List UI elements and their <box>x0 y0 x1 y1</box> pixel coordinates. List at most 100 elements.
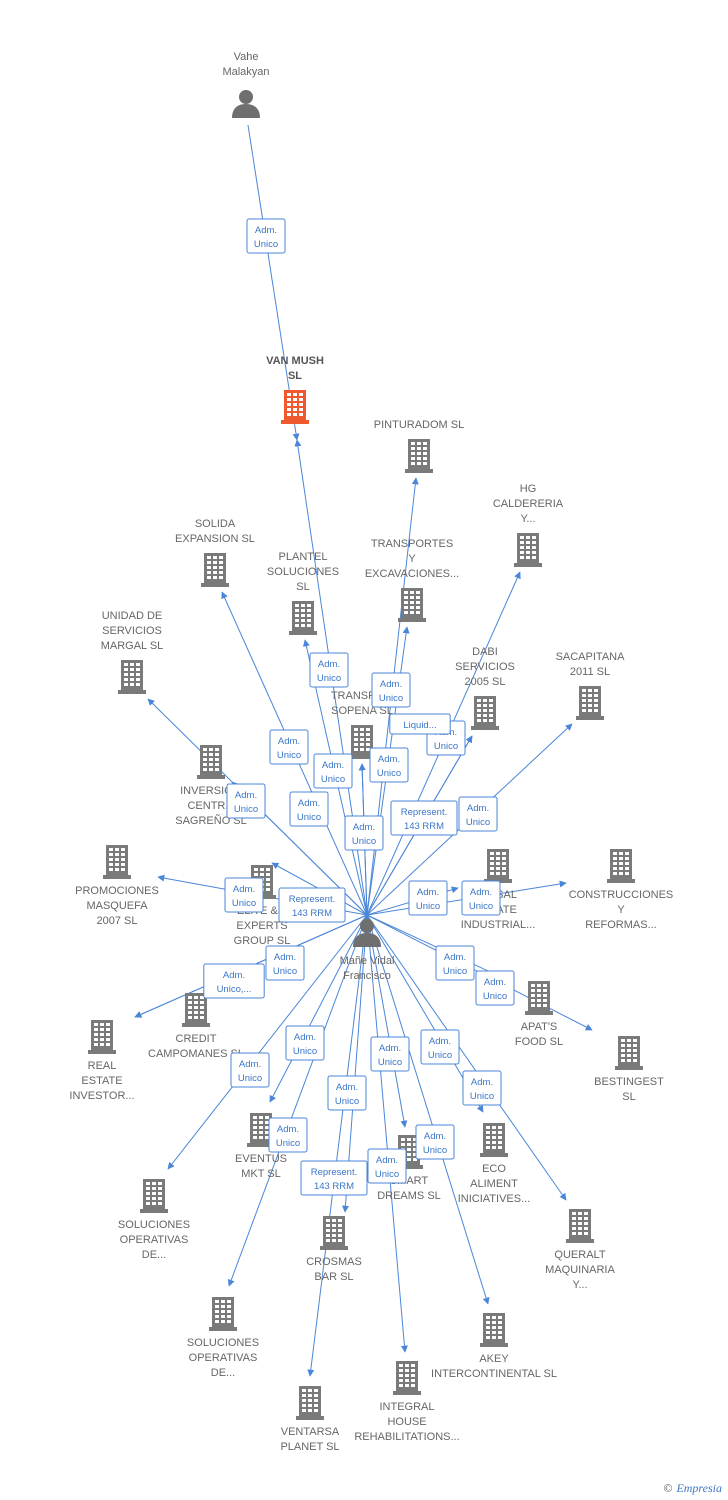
building-icon <box>405 439 433 473</box>
relation-text: Liquid... <box>403 720 436 731</box>
relation-box <box>408 880 448 916</box>
relation-label[interactable]: Adm.Unico <box>415 1124 455 1160</box>
node-label: DE... <box>142 1249 166 1261</box>
node-label: Francisco <box>343 970 391 982</box>
relation-label[interactable]: Adm.Unico <box>461 880 501 916</box>
relation-text: Adm. <box>380 679 402 690</box>
relation-label[interactable]: Represent.143 RRM <box>278 887 346 923</box>
relation-label[interactable]: Adm.Unico <box>226 783 266 819</box>
building-icon <box>201 553 229 587</box>
relation-text: 143 RRM <box>404 821 444 832</box>
building-icon <box>289 601 317 635</box>
node-solucionesop2[interactable]: SOLUCIONESOPERATIVASDE... <box>187 1297 259 1379</box>
node-realestate[interactable]: REALESTATEINVESTOR... <box>69 1020 135 1102</box>
relation-label[interactable]: Adm.Unico <box>289 791 329 827</box>
node-label: FOOD SL <box>515 1036 563 1048</box>
relation-box <box>203 963 265 999</box>
relation-label[interactable]: Represent.143 RRM <box>300 1160 368 1196</box>
brand-footer[interactable]: ©Empresia <box>663 1481 722 1496</box>
relation-text: Unico <box>254 239 278 250</box>
relation-text: Unico <box>317 673 341 684</box>
relation-label[interactable]: Adm.Unico <box>370 1036 410 1072</box>
relation-label[interactable]: Adm.Unico <box>327 1075 367 1111</box>
relation-label[interactable]: Adm.Unico <box>408 880 448 916</box>
node-label: DREAMS SL <box>377 1190 441 1202</box>
building-icon <box>393 1361 421 1395</box>
relation-label[interactable]: Adm.Unico <box>458 796 498 832</box>
relation-label[interactable]: Adm.Unico,... <box>203 963 265 999</box>
relation-text: Unico <box>277 750 301 761</box>
node-label: BESTINGEST <box>594 1076 664 1088</box>
node-label: OPERATIVAS <box>120 1234 189 1246</box>
relation-text: Adm. <box>484 977 506 988</box>
building-icon <box>118 660 146 694</box>
node-solucionesop1[interactable]: SOLUCIONESOPERATIVASDE... <box>118 1179 190 1261</box>
relation-text: Adm. <box>233 884 255 895</box>
relation-label[interactable]: Adm.Unico <box>462 1070 502 1106</box>
relation-box <box>265 945 305 981</box>
relation-label[interactable]: Adm.Unico <box>246 218 286 254</box>
building-icon <box>281 390 309 424</box>
relation-label[interactable]: Adm.Unico <box>309 652 349 688</box>
relation-label[interactable]: Adm.Unico <box>313 753 353 789</box>
edge-vahe-vanmush <box>247 124 300 441</box>
node-label: INVERSIO... <box>180 785 242 797</box>
relation-label[interactable]: Adm.Unico <box>268 1117 308 1153</box>
node-label: HG <box>520 483 537 495</box>
relation-text: Represent. <box>311 1167 357 1178</box>
relation-text: Adm. <box>444 952 466 963</box>
node-queralt[interactable]: QUERALTMAQUINARIAY... <box>545 1209 615 1291</box>
relation-text: Adm. <box>353 822 375 833</box>
edge-mane-smart <box>366 914 408 1128</box>
relation-label[interactable]: Adm.Unico <box>285 1025 325 1061</box>
node-construcciones[interactable]: CONSTRUCCIONESYREFORMAS... <box>569 849 674 931</box>
node-label: PINTURADOM SL <box>374 419 464 431</box>
node-label: INTERCONTINENTAL SL <box>431 1368 557 1380</box>
relation-label[interactable]: Adm.Unico <box>369 747 409 783</box>
relation-label[interactable]: Adm.Unico <box>344 815 384 851</box>
relation-text: Unico <box>428 1050 452 1061</box>
relation-label[interactable]: Adm.Unico <box>475 970 515 1006</box>
relation-label[interactable]: Adm.Unico <box>435 945 475 981</box>
node-transportes[interactable]: TRANSPORTESYEXCAVACIONES... <box>365 538 459 622</box>
relation-box <box>367 1148 407 1184</box>
relation-label[interactable]: Adm.Unico <box>265 945 305 981</box>
relation-label[interactable]: Adm.Unico <box>371 672 411 708</box>
node-integral[interactable]: INTEGRALHOUSEREHABILITATIONS... <box>354 1361 460 1443</box>
node-sopena[interactable]: TRANSPO...SOPENA SL <box>331 690 393 759</box>
edge-mane-solucionesop1 <box>167 914 368 1170</box>
relation-label[interactable]: Adm.Unico <box>269 729 309 765</box>
relation-label[interactable]: Liquid... <box>389 713 451 735</box>
relation-text: Unico <box>293 1046 317 1057</box>
node-eco[interactable]: ECOALIMENTINICIATIVES... <box>458 1123 531 1205</box>
relation-text: Adm. <box>467 803 489 814</box>
node-label: REHABILITATIONS... <box>354 1431 459 1443</box>
building-icon <box>615 1036 643 1070</box>
relation-label[interactable]: Adm.Unico <box>224 877 264 913</box>
building-icon <box>296 1386 324 1420</box>
relation-label[interactable]: Represent.143 RRM <box>390 800 458 836</box>
node-pinturadom[interactable]: PINTURADOM SL <box>374 419 464 473</box>
node-hg[interactable]: HGCALDERERIAY... <box>493 483 564 567</box>
relation-text: Adm. <box>376 1155 398 1166</box>
relation-label[interactable]: Adm.Unico <box>230 1052 270 1088</box>
relation-label[interactable]: Adm.Unico <box>420 1029 460 1065</box>
relation-label[interactable]: Adm.Unico <box>367 1148 407 1184</box>
person-icon <box>232 90 260 118</box>
